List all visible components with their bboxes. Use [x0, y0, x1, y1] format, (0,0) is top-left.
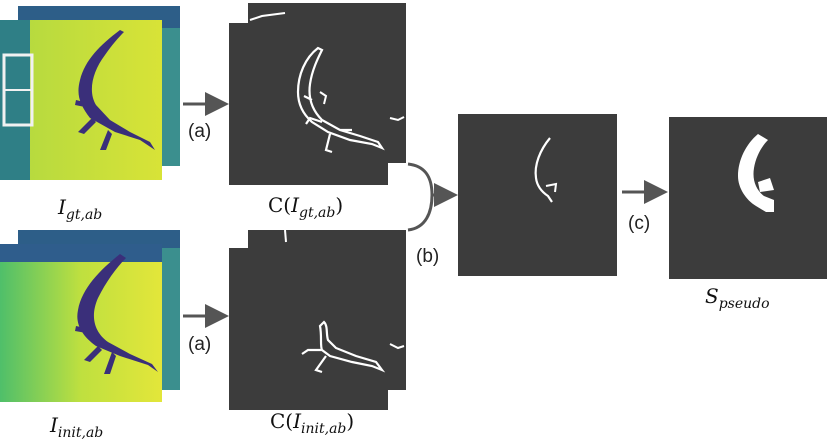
init-contour-outline	[301, 320, 386, 374]
gt-contour-stack	[229, 3, 406, 185]
init-lizard-silhouette	[75, 254, 158, 374]
intersection-contour	[534, 137, 553, 203]
gt-contour-label: C(Igt,ab)	[268, 193, 343, 221]
init-contour-stack	[229, 229, 406, 410]
step-c-label: (c)	[628, 213, 650, 234]
init-thermal-image-stack	[0, 230, 180, 402]
init-contour-panel	[229, 248, 388, 410]
merge-connector	[407, 162, 434, 232]
step-b-label: (b)	[416, 246, 439, 267]
pseudo-mask-region	[738, 134, 774, 212]
step-a-top-label: (a)	[188, 121, 211, 142]
gt-contour-panel	[229, 23, 388, 185]
gt-lizard-silhouette	[75, 30, 155, 150]
gt-thermal-image-stack	[0, 6, 180, 180]
gt-image-label: Igt,ab	[57, 195, 102, 223]
init-contour-label: C(Iinit,ab)	[270, 409, 354, 437]
gt-contour-outline	[296, 46, 385, 154]
pseudo-mask-label: Spseudo	[705, 284, 770, 312]
init-image-label: Iinit,ab	[49, 413, 103, 439]
step-a-bottom-label: (a)	[188, 334, 211, 355]
intersection-panel-group	[458, 114, 617, 276]
pseudo-mask-panel-group	[669, 117, 827, 279]
intersection-panel	[458, 114, 617, 276]
